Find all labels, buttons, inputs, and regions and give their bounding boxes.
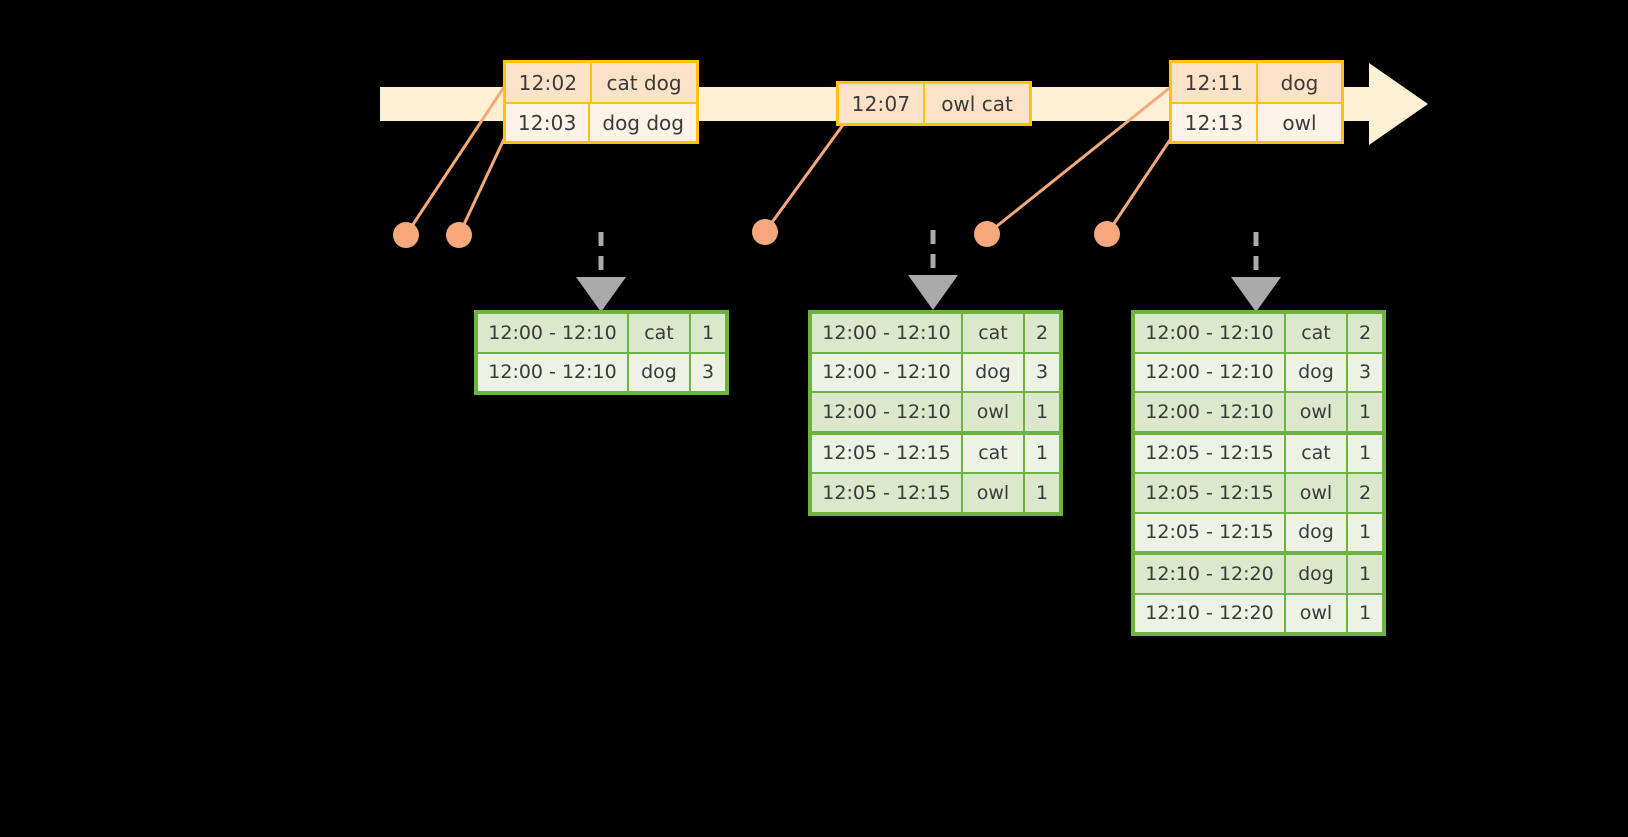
count-cell: 1 xyxy=(1348,393,1382,431)
event-row[interactable]: 12:07 owl cat xyxy=(839,84,1029,123)
count-cell: 1 xyxy=(1348,513,1382,551)
connector-dots xyxy=(393,219,1120,248)
event-words: dog xyxy=(1280,70,1319,95)
count-cell: 2 xyxy=(1025,314,1059,352)
count-cell: 1 xyxy=(1025,434,1059,472)
word-cell: dog xyxy=(1286,555,1346,593)
count-cell: 1 xyxy=(1348,594,1382,632)
count-cell: 1 xyxy=(1348,434,1382,472)
event-row[interactable]: 12:13 owl xyxy=(1172,102,1341,141)
event-words: cat dog xyxy=(606,70,682,95)
window-cell: 12:00 - 12:10 xyxy=(812,393,961,431)
event-time: 12:03 xyxy=(506,104,591,141)
window-cell: 12:00 - 12:10 xyxy=(812,314,961,352)
window-cell: 12:05 - 12:15 xyxy=(1135,474,1284,512)
event-time: 12:02 xyxy=(506,63,592,102)
word-cell: owl xyxy=(1286,594,1346,632)
word-cell: cat xyxy=(629,314,689,352)
count-cell: 1 xyxy=(1025,393,1059,431)
window-cell: 12:00 - 12:10 xyxy=(1135,353,1284,391)
word-cell: owl xyxy=(1286,393,1346,431)
count-cell: 1 xyxy=(691,314,725,352)
count-cell: 3 xyxy=(1025,353,1059,391)
event-group-2[interactable]: 12:07 owl cat xyxy=(836,81,1032,126)
count-cell: 3 xyxy=(691,353,725,391)
window-cell: 12:00 - 12:10 xyxy=(478,314,627,352)
count-cell: 2 xyxy=(1348,474,1382,512)
dot-5 xyxy=(1094,221,1120,247)
word-cell: cat xyxy=(963,314,1023,352)
dot-3 xyxy=(752,219,778,245)
word-cell: owl xyxy=(963,474,1023,512)
count-cell: 1 xyxy=(1348,555,1382,593)
event-row[interactable]: 12:02 cat dog xyxy=(506,63,696,102)
event-group-1[interactable]: 12:02 cat dog 12:03 dog dog xyxy=(503,60,699,144)
window-cell: 12:00 - 12:10 xyxy=(1135,393,1284,431)
event-group-3[interactable]: 12:11 dog 12:13 owl xyxy=(1169,60,1344,144)
dot-4 xyxy=(974,221,1000,247)
window-cell: 12:10 - 12:20 xyxy=(1135,555,1284,593)
word-cell: dog xyxy=(963,353,1023,391)
event-row[interactable]: 12:11 dog xyxy=(1172,63,1341,102)
window-cell: 12:05 - 12:15 xyxy=(812,434,961,472)
event-time: 12:11 xyxy=(1172,63,1258,102)
event-time: 12:07 xyxy=(839,84,925,123)
word-cell: owl xyxy=(1286,474,1346,512)
window-cell: 12:05 - 12:15 xyxy=(812,474,961,512)
window-cell: 12:00 - 12:10 xyxy=(812,353,961,391)
word-cell: cat xyxy=(963,434,1023,472)
event-words: owl cat xyxy=(941,91,1013,116)
window-cell: 12:00 - 12:10 xyxy=(478,353,627,391)
window-cell: 12:10 - 12:20 xyxy=(1135,594,1284,632)
word-cell: cat xyxy=(1286,314,1346,352)
window-cell: 12:05 - 12:15 xyxy=(1135,513,1284,551)
count-cell: 2 xyxy=(1348,314,1382,352)
dashed-arrows xyxy=(576,230,1281,312)
count-cell: 3 xyxy=(1348,353,1382,391)
window-cell: 12:00 - 12:10 xyxy=(1135,314,1284,352)
window-cell: 12:05 - 12:15 xyxy=(1135,434,1284,472)
dot-1 xyxy=(393,222,419,248)
word-cell: dog xyxy=(629,353,689,391)
event-words: dog dog xyxy=(602,110,684,135)
word-cell: dog xyxy=(1286,353,1346,391)
word-cell: owl xyxy=(963,393,1023,431)
event-row[interactable]: 12:03 dog dog xyxy=(506,102,696,141)
event-time: 12:13 xyxy=(1172,104,1258,141)
dot-2 xyxy=(446,222,472,248)
word-cell: dog xyxy=(1286,513,1346,551)
event-words: owl xyxy=(1282,110,1317,135)
count-cell: 1 xyxy=(1025,474,1059,512)
word-cell: cat xyxy=(1286,434,1346,472)
